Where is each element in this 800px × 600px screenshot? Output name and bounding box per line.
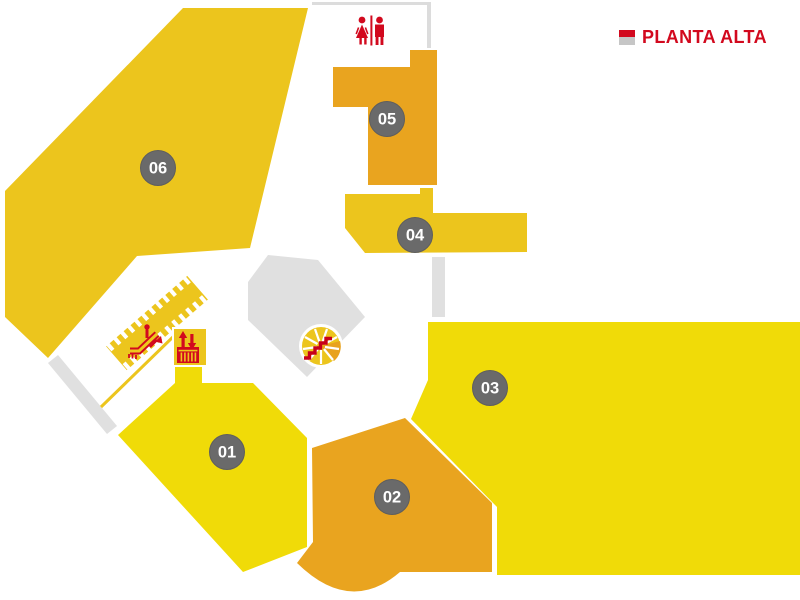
svg-text:01: 01 xyxy=(218,444,236,462)
zone-04-label[interactable]: 04 xyxy=(397,217,433,253)
zone-06-label[interactable]: 06 xyxy=(140,150,176,186)
spiral-staircase-icon xyxy=(299,324,343,368)
svg-text:06: 06 xyxy=(149,160,167,178)
floor-title: PLANTA ALTA xyxy=(641,27,767,47)
railing-line xyxy=(99,332,178,409)
walkway-corridor xyxy=(48,355,117,434)
svg-text:04: 04 xyxy=(406,227,425,245)
corridor-strip xyxy=(432,257,445,317)
zone-03-label[interactable]: 03 xyxy=(472,370,508,406)
zone-03[interactable] xyxy=(411,322,800,575)
floor-indicator-icon xyxy=(618,30,635,45)
svg-text:05: 05 xyxy=(378,111,396,129)
svg-text:02: 02 xyxy=(383,489,401,507)
elevator-marker xyxy=(172,327,208,367)
svg-text:03: 03 xyxy=(481,380,499,398)
restrooms-icon xyxy=(355,15,384,46)
floor-selector[interactable]: PLANTA ALTA xyxy=(618,27,767,48)
zone-05-label[interactable]: 05 xyxy=(369,101,405,137)
zone-01-label[interactable]: 01 xyxy=(209,434,245,470)
restroom-box-border-top xyxy=(312,2,431,5)
escalator-ramp xyxy=(102,272,212,374)
zone-02-label[interactable]: 02 xyxy=(374,479,410,515)
zone-04[interactable] xyxy=(345,188,527,253)
escalator-icon xyxy=(128,324,163,359)
elevator-icon xyxy=(177,331,199,363)
zone-01[interactable] xyxy=(118,362,307,572)
restroom-box-border-right xyxy=(427,2,431,48)
